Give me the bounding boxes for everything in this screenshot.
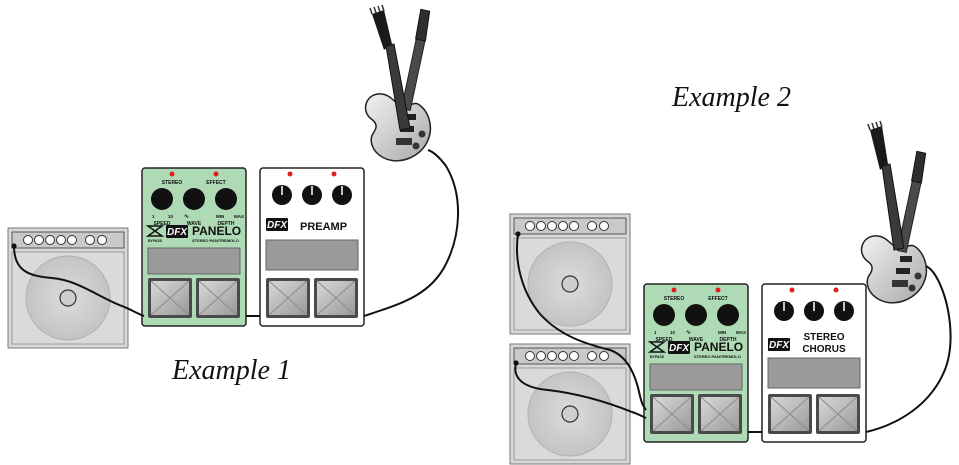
depth-knob[interactable] [215,188,237,210]
panelo-pedal-1: STEREO EFFECT 1 10 ∿ MIN MAX SPEED WAVE … [141,167,247,327]
preamp-pedal: DFX PREAMP [259,167,365,327]
wave-label: WAVE [187,221,202,227]
depth-tick-max: MAX [736,330,746,335]
panelo-footswitch-left[interactable] [649,393,695,435]
cable-preamp-to-guitar1 [363,149,460,317]
bypass-icon [647,341,667,353]
cable-chorus-to-guitar2 [865,265,952,433]
panelo-subtitle: STEREO PAN/TREMOLO [694,354,741,359]
panelo-display [147,247,241,275]
panelo-footswitch-left[interactable] [147,277,193,319]
bypass-icon [145,225,165,237]
chorus-display [767,357,861,389]
wave-glyph: ∿ [184,214,189,220]
dfx-logo: DFX [769,340,790,351]
panelo-effect-label: EFFECT [206,180,225,186]
caption-example-1: Example 1 [172,355,291,386]
depth-tick-min: MIN [718,330,726,335]
dfx-logo: DFX [167,227,188,238]
panelo-brand: PANELO [694,340,743,354]
speed-tick-min: 1 [152,214,155,219]
speed-label: SPEED [656,337,673,343]
bypass-label: BYPASS [148,239,163,243]
preamp-footswitch-left[interactable] [265,277,311,319]
chorus-footswitch-right[interactable] [815,393,861,435]
chorus-label-line2: CHORUS [802,344,846,355]
panelo-pedal-2: STEREO EFFECT 1 10 ∿ MIN MAX SPEED WAVE … [643,283,749,443]
preamp-display [265,239,359,271]
speed-tick-min: 1 [654,330,657,335]
guitar-1-headstock [369,4,411,131]
dfx-logo: DFX [669,343,690,354]
speed-tick-max: 10 [670,330,676,335]
bypass-label: BYPASS [650,355,665,359]
example-2-group: STEREO EFFECT 1 10 ∿ MIN MAX SPEED WAVE … [509,120,952,465]
caption-example-2: Example 2 [672,82,791,113]
speed-knob[interactable] [151,188,173,210]
stereo-chorus-pedal: DFX STEREO CHORUS [761,283,867,443]
preamp-footswitch-right[interactable] [313,277,359,319]
chorus-footswitch-left[interactable] [767,393,813,435]
guitar-2-headstock [867,120,905,251]
amplifier-2a [509,213,631,335]
depth-label: DEPTH [218,221,235,227]
wave-glyph: ∿ [686,330,691,336]
speed-label: SPEED [154,221,171,227]
speed-knob[interactable] [653,304,675,326]
panelo-stereo-label: STEREO [664,296,685,302]
speed-tick-max: 10 [168,214,174,219]
panelo-brand: PANELO [192,224,241,238]
depth-tick-min: MIN [216,214,224,219]
panelo-stereo-label: STEREO [162,180,183,186]
depth-knob[interactable] [717,304,739,326]
chorus-label-line1: STEREO [803,332,844,343]
cable-amp2b-to-panelo [514,362,647,419]
dfx-logo: DFX [267,220,288,231]
depth-label: DEPTH [720,337,737,343]
wave-label: WAVE [689,337,704,343]
preamp-label: PREAMP [300,221,347,233]
panelo-effect-label: EFFECT [708,296,727,302]
depth-tick-max: MAX [234,214,244,219]
panelo-display [649,363,743,391]
amplifier-1 [7,227,129,349]
panelo-subtitle: STEREO PAN/TREMOLO [192,238,239,243]
cable-amp2a-to-panelo [516,233,647,411]
cable-amp1-to-panelo [13,245,145,317]
panelo-footswitch-right[interactable] [195,277,241,319]
example-1-group: STEREO EFFECT 1 10 ∿ MIN MAX SPEED WAVE … [7,4,460,349]
wave-knob[interactable] [685,304,707,326]
panelo-footswitch-right[interactable] [697,393,743,435]
wave-knob[interactable] [183,188,205,210]
